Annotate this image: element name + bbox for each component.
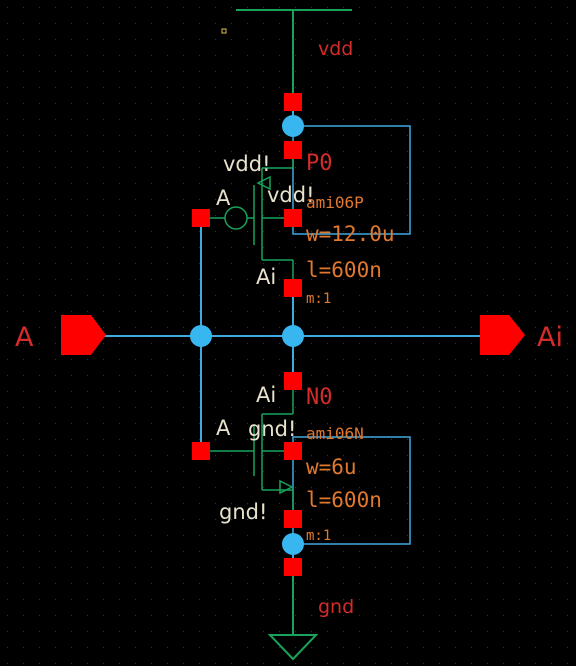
pin-pmos-bulk[interactable] <box>284 209 302 227</box>
pmos-instance-name: P0 <box>306 151 333 176</box>
input-port-arrow[interactable] <box>61 315 106 355</box>
nmos-mult-label: m:1 <box>306 528 331 544</box>
pin-pmos-drain[interactable] <box>284 279 302 297</box>
nmos-instance-name: N0 <box>306 385 333 410</box>
pmos-bulk-top-label: vdd! <box>223 152 271 176</box>
gnd-supply[interactable] <box>267 576 319 661</box>
pmos-model-label: ami06P <box>306 193 364 212</box>
nmos-gate-label: A <box>216 416 231 440</box>
output-port-arrow[interactable] <box>480 315 525 355</box>
nmos-bulk-bottom-label: gnd! <box>219 500 267 524</box>
pin-gnd[interactable] <box>284 558 302 576</box>
pmos-bulk-side-label: vdd! <box>267 183 315 207</box>
vdd-label: vdd <box>318 38 353 60</box>
pin-nmos-drain[interactable] <box>284 372 302 390</box>
net-dot-output[interactable] <box>282 325 304 347</box>
pin-pmos-source[interactable] <box>284 141 302 159</box>
nmos-drain-label: Ai <box>256 383 276 407</box>
nmos-width-label: w=6u <box>306 455 357 479</box>
pmos-length-label: l=600n <box>306 258 382 282</box>
pin-nmos-gate[interactable] <box>192 442 210 460</box>
pin-pmos-gate[interactable] <box>192 209 210 227</box>
yellow-marker <box>221 28 227 34</box>
nmos-length-label: l=600n <box>306 488 382 512</box>
pmos-width-label: w=12.0u <box>306 222 395 246</box>
pmos-drain-label: Ai <box>256 265 276 289</box>
net-dot-input[interactable] <box>190 325 212 347</box>
net-dot-pmos-source[interactable] <box>282 115 304 137</box>
vdd-supply[interactable] <box>236 9 352 96</box>
input-port-label: A <box>15 322 34 353</box>
pin-nmos-bulk[interactable] <box>284 442 302 460</box>
output-port-label: Ai <box>537 322 563 353</box>
gnd-label: gnd <box>318 596 354 618</box>
pmos-instance-box[interactable] <box>292 125 411 235</box>
pin-nmos-source[interactable] <box>284 510 302 528</box>
net-dot-nmos-source[interactable] <box>282 533 304 555</box>
nmos-model-label: ami06N <box>306 424 364 443</box>
nmos-transistor[interactable] <box>208 388 294 519</box>
pin-vdd[interactable] <box>284 93 302 111</box>
pmos-mult-label: m:1 <box>306 291 331 307</box>
pmos-gate-label: A <box>216 186 231 210</box>
nmos-bulk-side-label: gnd! <box>248 417 296 441</box>
